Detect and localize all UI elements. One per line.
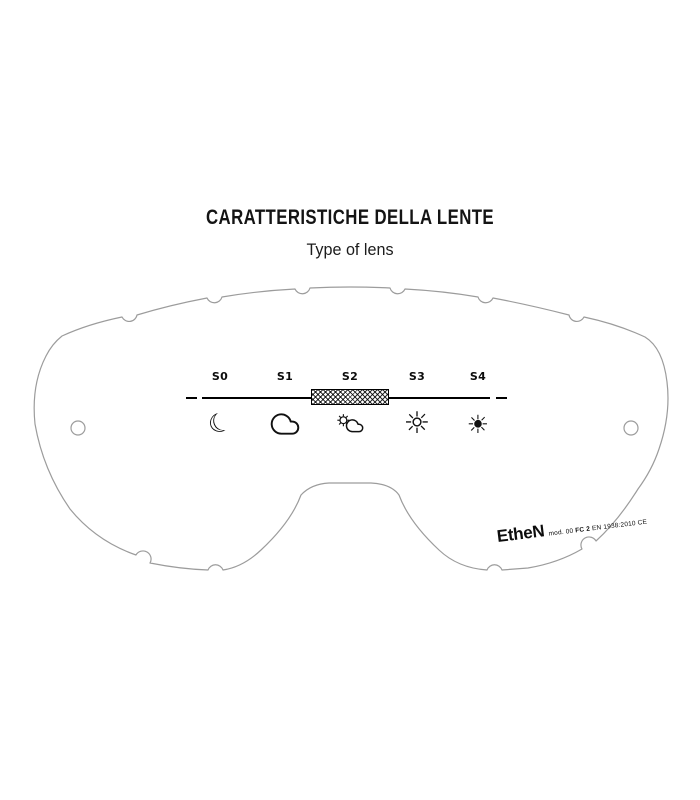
sun-outline-icon: ☼ <box>403 406 431 441</box>
sun-behind-cloud-icon <box>333 408 367 440</box>
scale-label-s2: S2 <box>341 370 359 383</box>
scale-line-right-dash <box>496 397 507 399</box>
cert-prefix: mod. 00 <box>548 527 574 538</box>
scale-label-s3: S3 <box>408 370 426 383</box>
lens-pin-hole-left <box>70 420 86 436</box>
cert-model: FC 2 <box>574 525 591 535</box>
page-title: CARATTERISTICHE DELLA LENTE <box>206 206 494 229</box>
cloud-icon <box>270 408 300 440</box>
lens-pin-hole-right <box>623 420 639 436</box>
scale-line-left-dash <box>186 397 197 399</box>
scale-label-s0: S0 <box>211 370 229 383</box>
scale-label-s4: S4 <box>469 370 487 383</box>
sun-filled-icon: ☀ <box>466 409 490 439</box>
page-subtitle: Type of lens <box>306 240 394 259</box>
scale-marker-s2-hatch <box>311 389 389 405</box>
scale-label-s1: S1 <box>276 370 294 383</box>
